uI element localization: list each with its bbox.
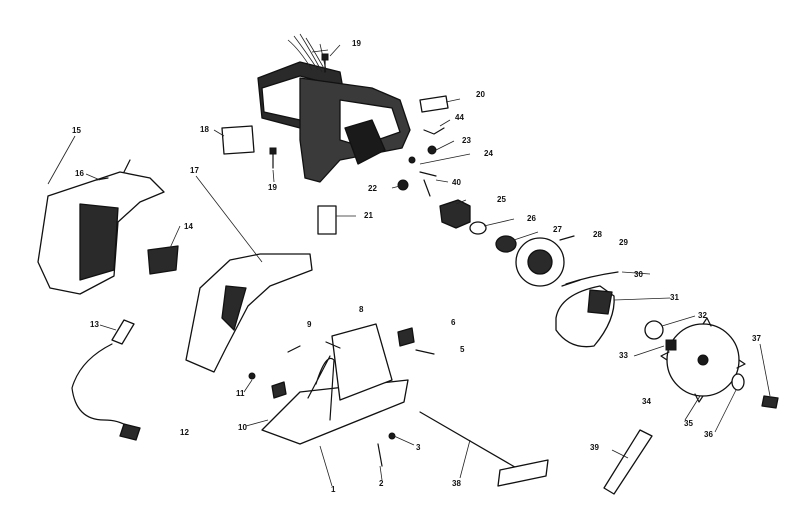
base-plate [261, 323, 409, 445]
callout-8: 8 [359, 305, 364, 314]
callout-31: 31 [670, 293, 679, 302]
part-20-44 [419, 95, 449, 135]
leader-lines [47, 44, 771, 487]
screw-19-top [321, 53, 329, 73]
callout-10: 10 [238, 423, 247, 432]
gear-housing [515, 235, 581, 287]
guard-lever [565, 271, 619, 285]
callout-labels: 1 2 3 5 6 8 9 10 11 12 13 14 15 16 17 18… [72, 39, 761, 494]
callout-40: 40 [452, 178, 461, 187]
callout-12: 12 [180, 428, 189, 437]
callout-11: 11 [236, 389, 245, 398]
small-bearings [397, 145, 437, 197]
callout-38: 38 [452, 479, 461, 488]
callout-3: 3 [416, 443, 421, 452]
upper-blade-guard [555, 285, 615, 348]
callout-37: 37 [752, 334, 761, 343]
callout-23: 23 [462, 136, 471, 145]
callout-5: 5 [460, 345, 465, 354]
rip-fence [419, 411, 549, 487]
callout-39: 39 [590, 443, 599, 452]
callout-22: 22 [368, 184, 377, 193]
callout-19-bottom: 19 [268, 183, 277, 192]
spindle-assembly [439, 199, 517, 253]
callout-27: 27 [553, 225, 562, 234]
left-housing [37, 159, 165, 295]
callout-21: 21 [364, 211, 373, 220]
callout-1: 1 [331, 485, 336, 494]
nameplate [221, 125, 255, 155]
callout-2: 2 [379, 479, 384, 488]
callout-19-top: 19 [352, 39, 361, 48]
callout-25: 25 [497, 195, 506, 204]
callout-36: 36 [704, 430, 713, 439]
misc-hardware [248, 327, 435, 467]
callout-16: 16 [75, 169, 84, 178]
callout-13: 13 [90, 320, 99, 329]
blade-fasteners [665, 339, 779, 409]
callout-32: 32 [698, 311, 707, 320]
power-cord [71, 319, 141, 441]
handle [185, 253, 313, 373]
callout-29: 29 [619, 238, 628, 247]
callout-35: 35 [684, 419, 693, 428]
callout-20: 20 [476, 90, 485, 99]
callout-15: 15 [72, 126, 81, 135]
switch [147, 245, 179, 275]
callout-6: 6 [451, 318, 456, 327]
callout-17: 17 [190, 166, 199, 175]
callout-9: 9 [307, 320, 312, 329]
callout-44: 44 [455, 113, 464, 122]
saw-blade [660, 317, 746, 403]
callout-14: 14 [184, 222, 193, 231]
screw-19 [269, 147, 277, 169]
brush-card [317, 205, 337, 235]
washer-32 [644, 320, 664, 340]
callout-34: 34 [642, 397, 651, 406]
motor-housing [257, 33, 411, 183]
callout-28: 28 [593, 230, 602, 239]
callout-18: 18 [200, 125, 209, 134]
callout-26: 26 [527, 214, 536, 223]
callout-24: 24 [484, 149, 493, 158]
callout-30: 30 [634, 270, 643, 279]
guard-arm-39 [603, 429, 653, 495]
callout-33: 33 [619, 351, 628, 360]
